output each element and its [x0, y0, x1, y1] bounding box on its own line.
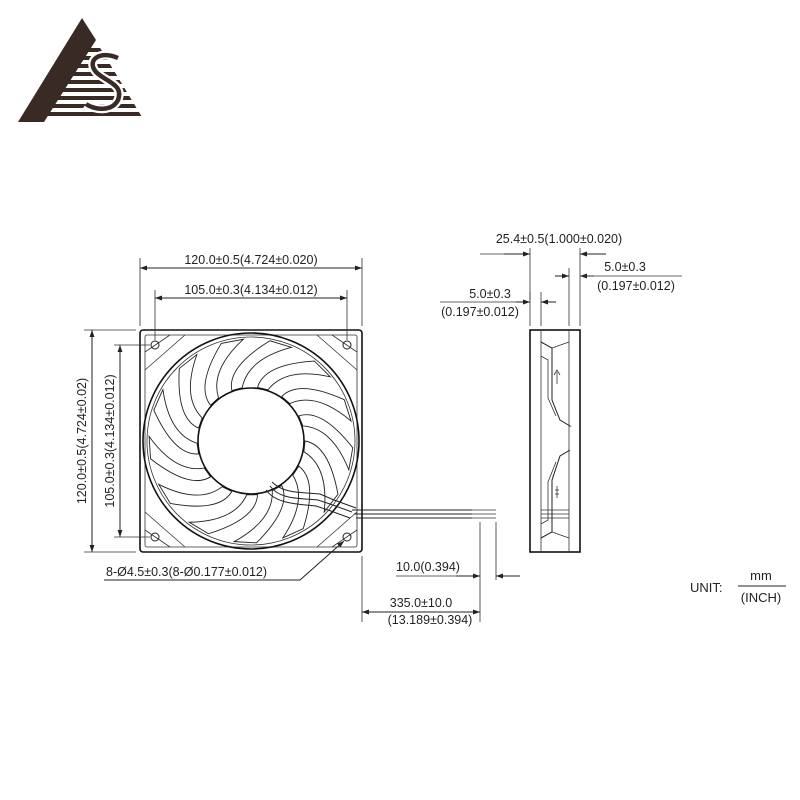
fan-blade — [281, 388, 352, 423]
dim-strip-length: 10.0(0.394) — [396, 560, 460, 574]
lead-wire-dimensions: 10.0(0.394) 335.0±10.0 (13.189±0.394) — [361, 522, 520, 627]
company-logo-icon — [18, 18, 145, 122]
dim-hole-spacing-width: 105.0±0.3(4.134±0.012) — [184, 283, 317, 297]
unit-metric: mm — [750, 568, 772, 583]
mounting-hole-icon — [150, 340, 352, 542]
fan-blade — [204, 338, 245, 406]
unit-imperial: (INCH) — [741, 590, 781, 605]
dim-overall-width: 120.0±0.5(4.724±0.020) — [184, 253, 317, 267]
fan-blade — [256, 360, 332, 391]
dim-hole-spacing-height: 105.0±0.3(4.134±0.012) — [103, 374, 117, 507]
fan-blade — [187, 494, 258, 535]
fan-blade — [157, 483, 233, 507]
fan-venturi-circle — [142, 332, 360, 550]
fan-blade — [281, 465, 311, 539]
fan-blade — [230, 340, 294, 392]
fan-blade — [298, 414, 354, 472]
side-body-outline — [529, 329, 581, 553]
unit-label: UNIT: — [690, 580, 723, 595]
dim-overall-depth: 25.4±0.5(1.000±0.020) — [496, 232, 622, 246]
fan-blade — [148, 434, 212, 482]
dim-left-flange: 5.0±0.3 — [469, 287, 511, 301]
dim-total-wire-length-inch: (13.189±0.394) — [388, 613, 473, 627]
dim-overall-height: 120.0±0.5(4.724±0.02) — [75, 378, 89, 504]
fan-blades — [148, 338, 354, 544]
unit-legend: UNIT: mm (INCH) — [690, 568, 786, 605]
lead-wire — [265, 481, 496, 519]
fan-front-view — [139, 329, 496, 553]
dim-right-flange-inch: (0.197±0.012) — [597, 279, 675, 293]
dim-left-flange-inch: (0.197±0.012) — [441, 305, 519, 319]
dim-mounting-holes: 8-Ø4.5±0.3(8-Ø0.177±0.012) — [106, 565, 267, 579]
dim-total-wire-length: 335.0±10.0 — [390, 596, 453, 610]
fan-hub — [197, 387, 305, 495]
dim-right-flange: 5.0±0.3 — [604, 260, 646, 274]
fan-blade — [303, 440, 339, 514]
fan-frame-outline — [139, 329, 363, 553]
fan-blade — [153, 387, 200, 455]
fan-blade — [178, 353, 203, 429]
fan-side-view — [529, 329, 581, 553]
front-dimensions: 120.0±0.5(4.724±0.020) 105.0±0.3(4.134±0… — [75, 253, 363, 581]
side-dimensions: 25.4±0.5(1.000±0.020) 5.0±0.3 (0.197±0.0… — [440, 232, 682, 326]
